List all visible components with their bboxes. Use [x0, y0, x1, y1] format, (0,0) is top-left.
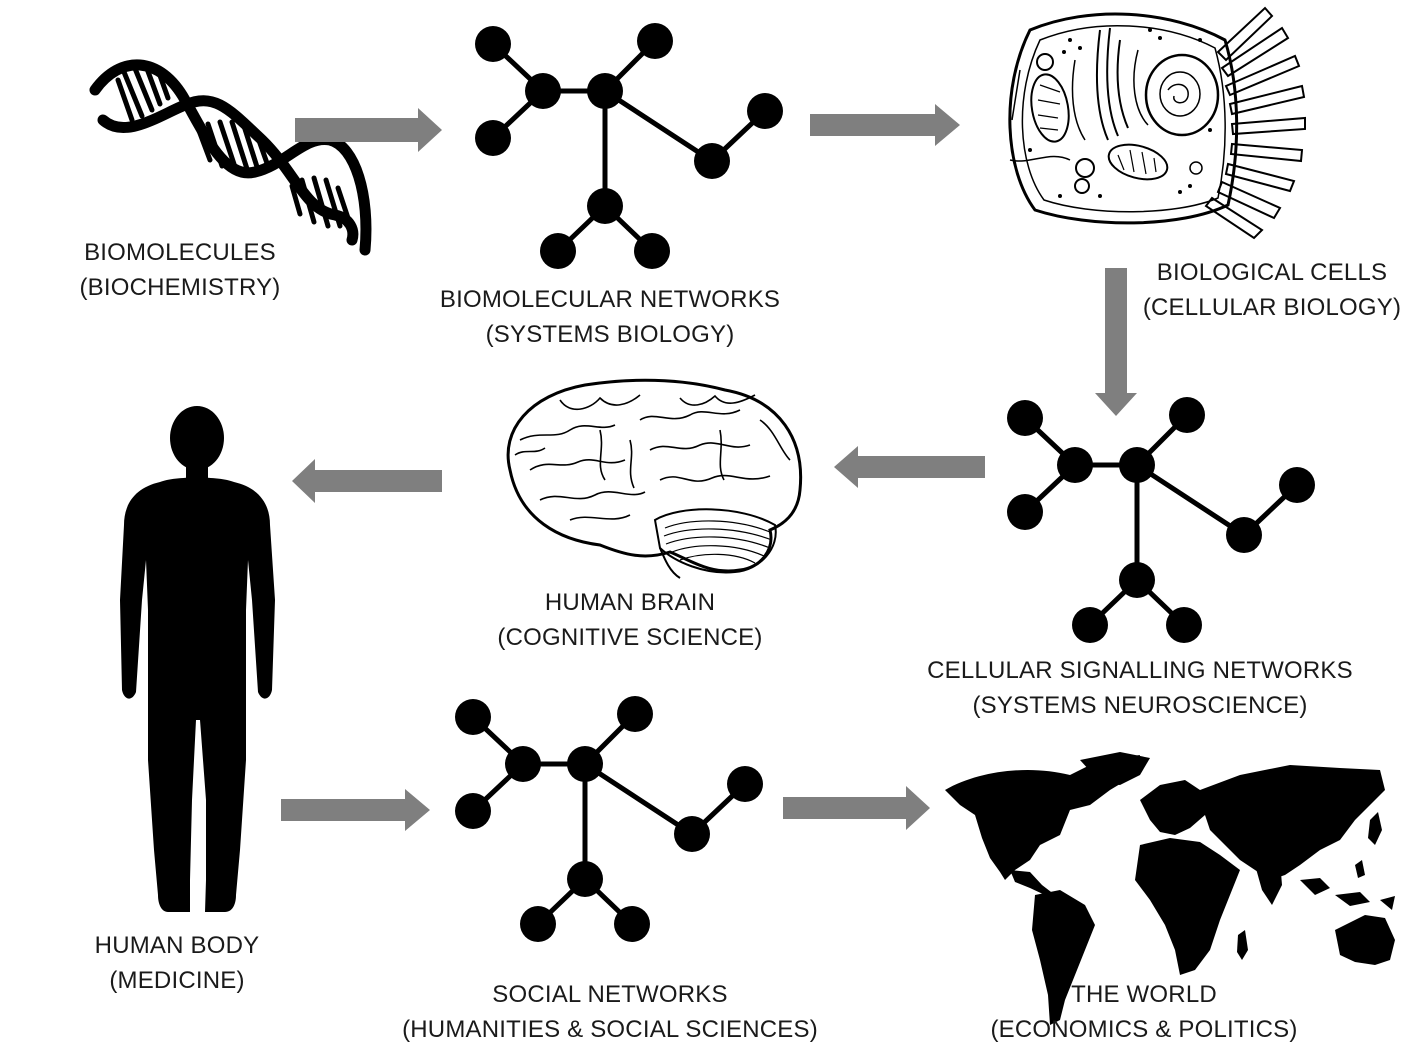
node-title: SOCIAL NETWORKS	[492, 981, 728, 1008]
flow-arrows	[281, 104, 1137, 831]
node-field: (SYSTEMS BIOLOGY)	[485, 321, 735, 348]
label-cellular-signalling-networks: CELLULAR SIGNALLING NETWORKS (SYSTEMS NE…	[920, 653, 1360, 723]
arrow-social-to-world	[783, 786, 930, 830]
signalling-network-graph-icon	[1007, 397, 1315, 643]
label-biological-cells: BIOLOGICAL CELLS (CELLULAR BIOLOGY)	[1140, 255, 1404, 325]
node-field: (SYSTEMS NEUROSCIENCE)	[972, 692, 1308, 719]
label-human-body: HUMAN BODY (MEDICINE)	[57, 928, 297, 998]
node-field: (COGNITIVE SCIENCE)	[497, 624, 763, 651]
label-biomolecules: BIOMOLECULES (BIOCHEMISTRY)	[60, 235, 300, 305]
node-title: HUMAN BRAIN	[544, 589, 716, 616]
arrow-signalling-to-brain	[834, 446, 985, 488]
biomolecular-network-graph-icon	[475, 23, 783, 269]
label-the-world: THE WORLD (ECONOMICS & POLITICS)	[984, 977, 1304, 1047]
node-field: (MEDICINE)	[109, 967, 245, 994]
world-map-icon	[945, 752, 1395, 1025]
dna-double-helix-icon	[89, 59, 372, 256]
arrow-brain-to-body	[292, 459, 442, 503]
node-field: (HUMANITIES & SOCIAL SCIENCES)	[402, 1016, 818, 1043]
node-title: HUMAN BODY	[94, 932, 260, 959]
node-title: BIOMOLECULAR NETWORKS	[439, 286, 781, 313]
node-title: THE WORLD	[1071, 981, 1217, 1008]
arrow-body-to-social	[281, 789, 430, 831]
node-field: (CELLULAR BIOLOGY)	[1142, 294, 1402, 321]
brain-icon	[506, 378, 803, 579]
node-title: BIOMOLECULES	[84, 239, 276, 266]
label-social-networks: SOCIAL NETWORKS (HUMANITIES & SOCIAL SCI…	[390, 977, 830, 1047]
node-field: (BIOCHEMISTRY)	[79, 274, 281, 301]
arrow-cells-to-signalling	[1095, 268, 1137, 416]
label-biomolecular-networks: BIOMOLECULAR NETWORKS (SYSTEMS BIOLOGY)	[420, 282, 800, 352]
node-title: CELLULAR SIGNALLING NETWORKS	[927, 657, 1353, 684]
human-silhouette-icon	[120, 406, 275, 912]
node-field: (ECONOMICS & POLITICS)	[990, 1016, 1298, 1043]
cell-illustration-icon	[1008, 6, 1306, 240]
label-human-brain: HUMAN BRAIN (COGNITIVE SCIENCE)	[480, 585, 780, 655]
social-network-graph-icon	[455, 696, 763, 942]
arrow-networks-to-cells	[810, 104, 960, 146]
arrow-biomolecules-to-networks	[295, 108, 442, 152]
node-title: BIOLOGICAL CELLS	[1156, 259, 1388, 286]
